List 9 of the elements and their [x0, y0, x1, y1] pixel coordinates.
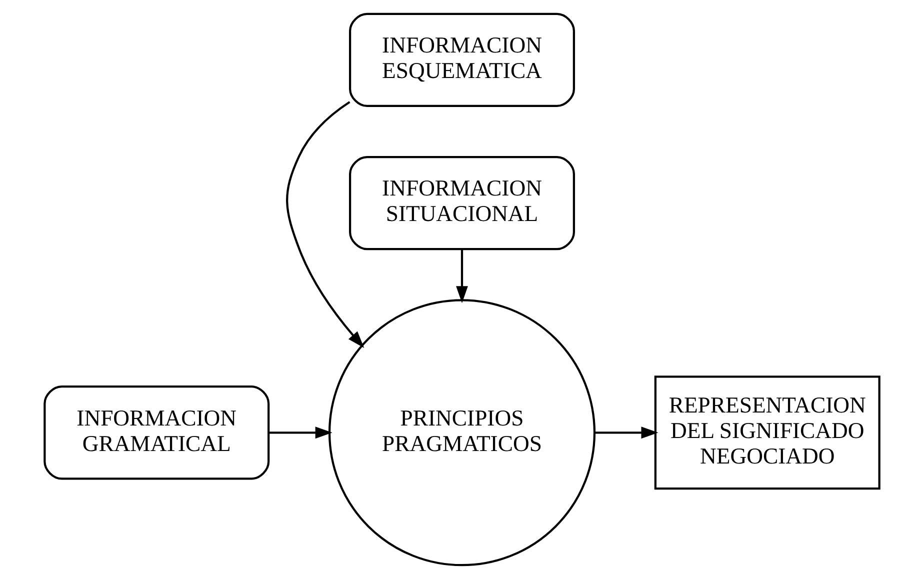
- node-box: INFORMACION ESQUEMATICA: [348, 12, 576, 108]
- arrow: [456, 249, 468, 304]
- node-circle: PRINCIPIOS PRAGMATICOS: [328, 299, 596, 566]
- node-box: INFORMACION GRAMATICAL: [44, 386, 270, 480]
- arrow: [268, 426, 332, 439]
- arrow: [594, 426, 658, 439]
- arrow: [286, 101, 364, 348]
- node-box: REPRESENTACION DEL SIGNIFICADO NEGOCIADO: [654, 376, 880, 490]
- node-box: INFORMACION SITUACIONAL: [348, 156, 576, 250]
